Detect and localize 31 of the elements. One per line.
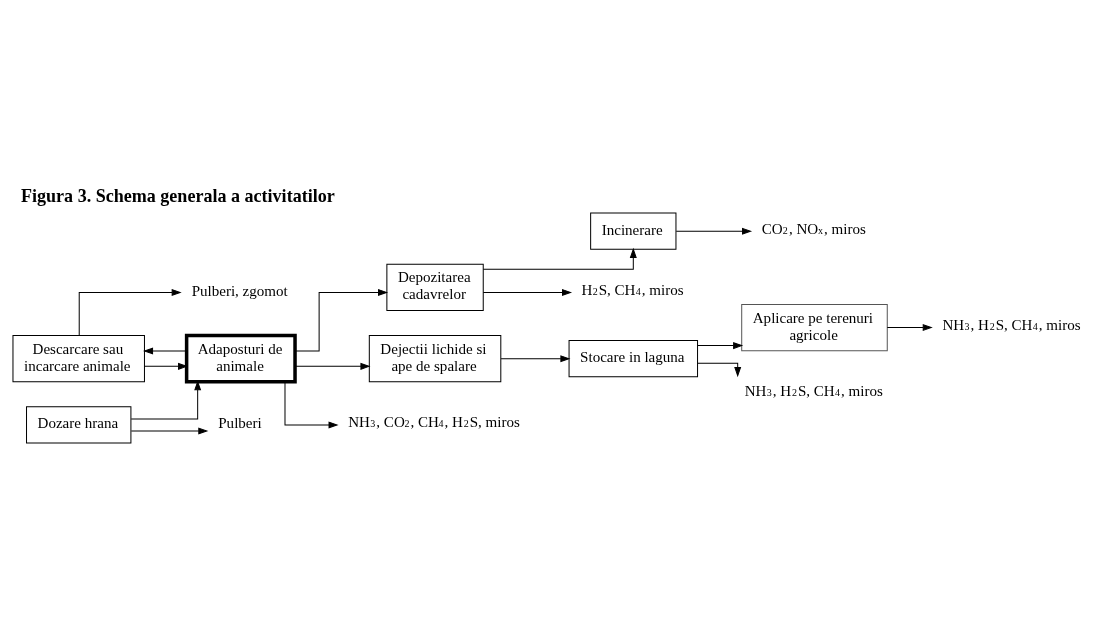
node-box: Adaposturi de animale bbox=[184, 333, 297, 383]
node-box: Dozare hrana bbox=[26, 405, 132, 443]
node-text: NH3, H2S, CH4, miros bbox=[942, 316, 1081, 333]
arrow bbox=[78, 288, 181, 336]
node-box: Incinerare bbox=[590, 212, 677, 250]
node-box: Dejectii lichide si ape de spalare bbox=[368, 334, 502, 382]
node-box: Aplicare pe terenuri agricole bbox=[741, 303, 888, 351]
arrow bbox=[130, 427, 208, 434]
arrow bbox=[886, 323, 932, 331]
node-text: CO2, NOx, miros bbox=[761, 220, 866, 237]
arrow bbox=[675, 227, 752, 234]
diagram-title: Figura 3. Schema generala a activitatilor bbox=[21, 185, 335, 206]
node-box: Depozitarea cadavrelor bbox=[386, 263, 484, 311]
arrow bbox=[697, 362, 741, 376]
node-box: Stocare in laguna bbox=[568, 339, 699, 377]
arrow bbox=[294, 288, 388, 351]
node-box: Descarcare sau incarcare animale bbox=[12, 334, 145, 382]
arrow bbox=[130, 380, 201, 419]
node-text: NH3, CO2, CH4, H2S, miros bbox=[348, 413, 520, 430]
node-text: Pulberi, zgomot bbox=[191, 282, 288, 299]
node-text: NH3, H2S, CH4, miros bbox=[744, 382, 883, 399]
arrow bbox=[294, 362, 370, 370]
arrow bbox=[144, 347, 187, 354]
arrow bbox=[144, 362, 188, 370]
arrow bbox=[697, 341, 743, 349]
node-text: Pulberi bbox=[218, 414, 262, 431]
node-text: H2S, CH4, miros bbox=[581, 281, 684, 298]
arrow bbox=[284, 380, 338, 428]
arrow bbox=[482, 248, 637, 270]
arrow bbox=[500, 354, 570, 362]
arrow bbox=[482, 288, 572, 296]
